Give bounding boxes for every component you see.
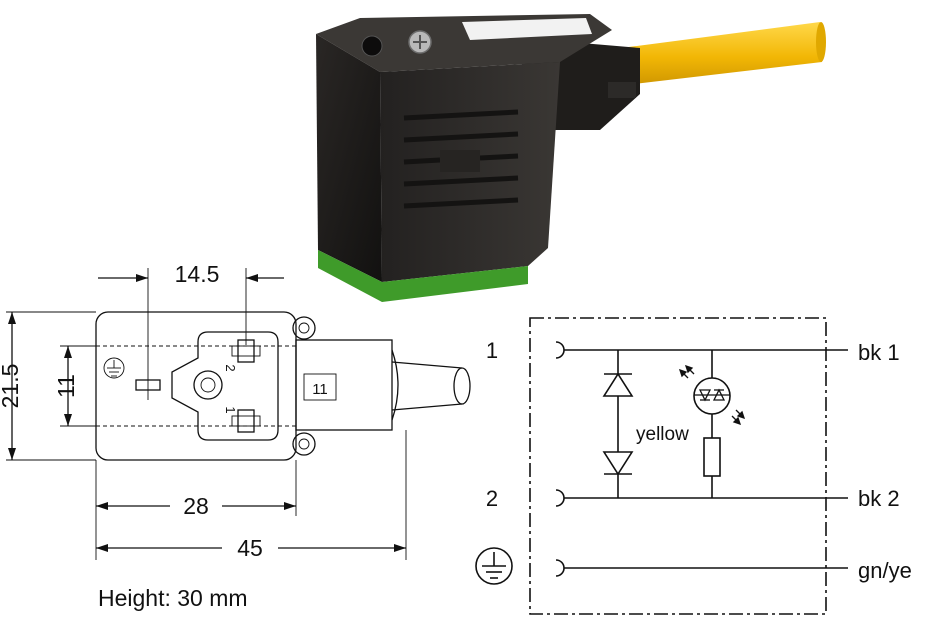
contact-carrier [171, 331, 279, 441]
height-note: Height: 30 mm [98, 585, 248, 611]
led-icon [693, 377, 731, 415]
light-emission-icon [678, 364, 746, 426]
side-label: 11 [312, 381, 328, 398]
dim-body-width: 28 [183, 493, 209, 519]
dim-overall-height: 21.5 [0, 364, 23, 409]
resistor-icon [703, 437, 721, 477]
dim-overall-length: 45 [237, 535, 263, 561]
green-seal [318, 250, 528, 302]
wire-ground-label: gn/ye [858, 558, 912, 583]
housing-ribs [403, 109, 519, 209]
pin-1-label: 1 [223, 406, 238, 413]
connector-photo [316, 14, 826, 302]
dim-inner-height: 11 [53, 374, 79, 398]
terminal-2-label: 2 [486, 486, 498, 511]
circuit-boundary [529, 317, 827, 615]
ground-icon [475, 547, 513, 585]
pin-2-label: 2 [223, 364, 238, 371]
diode-icon-upper [602, 372, 634, 397]
white-label [462, 18, 592, 40]
wire-1-label: bk 1 [858, 340, 900, 365]
wire-2-label: bk 2 [858, 486, 900, 511]
dimension-drawing: 14.5 11 2 [0, 261, 471, 611]
face-outline [95, 311, 297, 461]
circuit-diagram: 1 2 [475, 317, 912, 615]
terminal-1-label: 1 [486, 338, 498, 363]
led-color-label: yellow [636, 424, 689, 445]
led-window-icon [361, 35, 383, 57]
housing-front [316, 34, 382, 282]
dim-pin-spacing: 14.5 [175, 261, 220, 287]
diode-icon-lower [602, 451, 634, 476]
